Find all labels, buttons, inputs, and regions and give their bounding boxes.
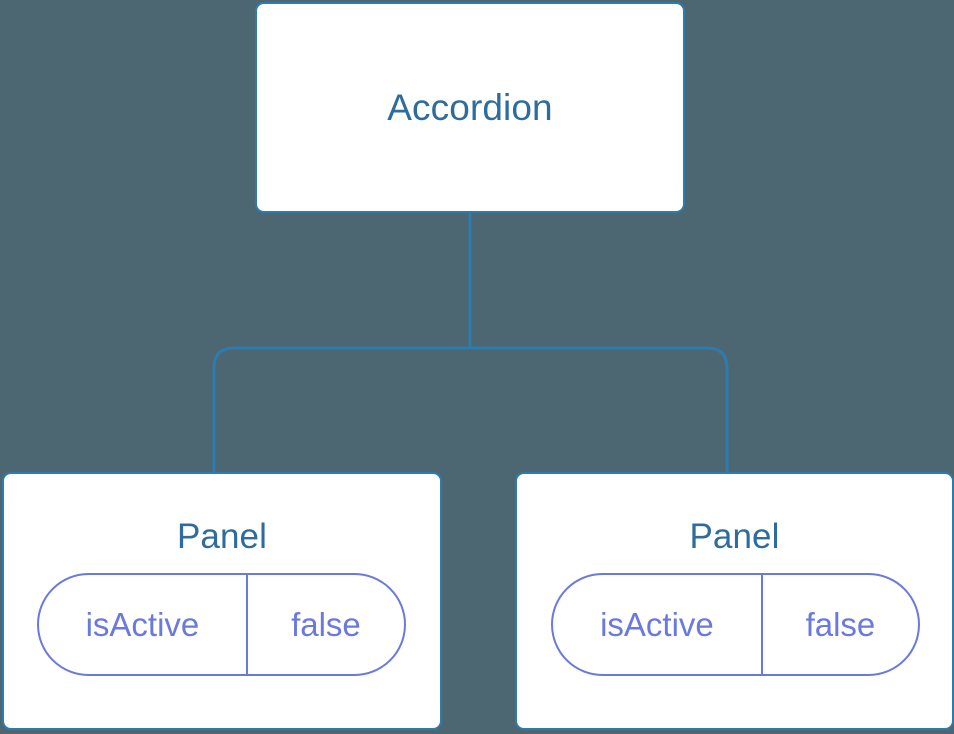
node-panel-left-title: Panel [176, 517, 268, 556]
node-panel-left[interactable]: Panel isActive false [2, 472, 442, 730]
connector-edge-right [470, 346, 729, 474]
prop-pill-isactive-right[interactable]: isActive false [551, 573, 920, 676]
connector-edge-left [212, 346, 470, 474]
prop-key-isactive-left: isActive [39, 575, 249, 674]
prop-value-isactive-right: false [805, 606, 876, 643]
prop-value-isactive-left: false [291, 606, 361, 643]
node-panel-right[interactable]: Panel isActive false [515, 472, 954, 730]
prop-key-isactive-right: isActive [553, 575, 763, 674]
node-accordion-title: Accordion [387, 87, 553, 128]
prop-pill-isactive-left[interactable]: isActive false [36, 573, 406, 676]
node-accordion[interactable]: Accordion [255, 2, 685, 213]
node-panel-right-title: Panel [689, 517, 780, 556]
